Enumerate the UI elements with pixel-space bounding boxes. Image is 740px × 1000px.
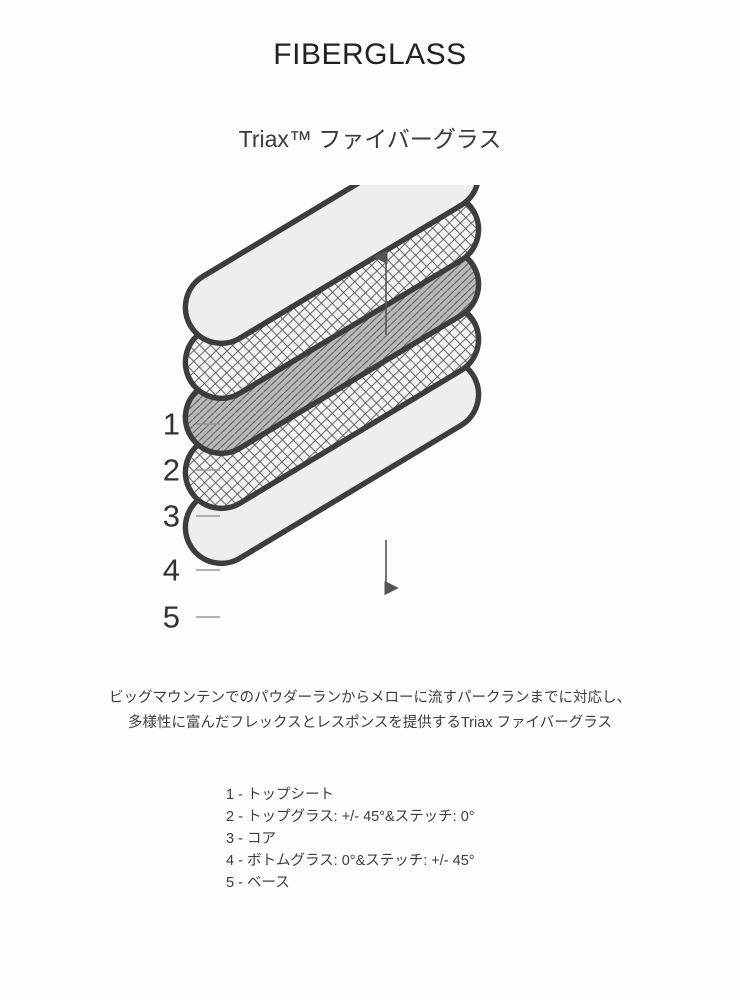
legend-item: 4 - ボトムグラス: 0°&ステッチ: +/- 45° bbox=[226, 853, 475, 870]
callout-number-2: 2 bbox=[163, 453, 180, 488]
legend-item: 5 - ベース bbox=[226, 875, 290, 892]
callout-number-1: 1 bbox=[163, 407, 180, 442]
legend-item: 2 - トップグラス: +/- 45°&ステッチ: 0° bbox=[226, 809, 475, 826]
description-line-1: ビッグマウンテンでのパウダーランからメローに流すパークランまでに対応し、 bbox=[109, 690, 631, 706]
description-line-2: 多様性に富んだフレックスとレスポンスを提供するTriax ファイバーグラス bbox=[128, 715, 612, 732]
callout-number-3: 3 bbox=[163, 499, 180, 534]
legend-item: 1 - トップシート bbox=[226, 787, 334, 803]
description-block: ビッグマウンテンでのパウダーランからメローに流すパークランまでに対応し、 多様性… bbox=[60, 686, 680, 737]
callout-number-4: 4 bbox=[163, 553, 180, 588]
legend-list: 1 - トップシート 2 - トップグラス: +/- 45°&ステッチ: 0° … bbox=[226, 784, 626, 894]
legend-item: 3 - コア bbox=[226, 831, 276, 848]
page-title: FIBERGLASS bbox=[273, 38, 467, 71]
page-subtitle: Triax™ ファイバーグラス bbox=[238, 126, 502, 152]
fiberglass-layer-diagram: 1 2 3 4 5 bbox=[150, 185, 600, 655]
callout-number-5: 5 bbox=[163, 600, 180, 635]
